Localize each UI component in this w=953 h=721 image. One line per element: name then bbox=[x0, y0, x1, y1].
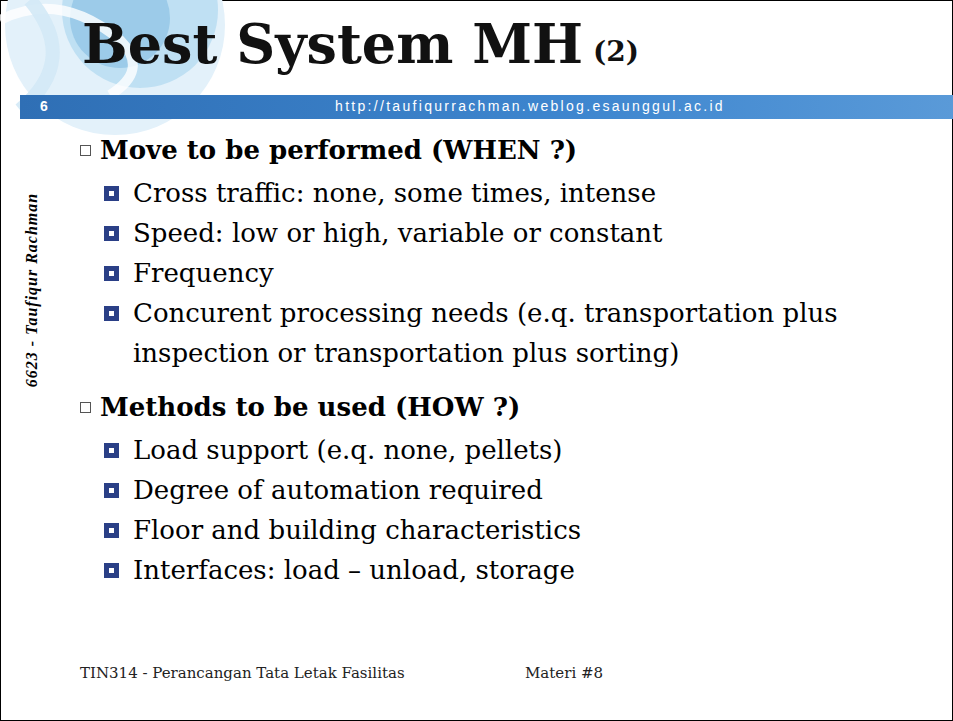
url-text: http://taufiqurrachman.weblog.esaunggul.… bbox=[335, 98, 725, 114]
footer-text: Materi #8 bbox=[525, 664, 603, 682]
bullet-item: Floor and building characteristics bbox=[133, 510, 581, 550]
bullet-item: Degree of automation required bbox=[133, 470, 543, 510]
bullet-item: Frequency bbox=[133, 253, 274, 293]
item-bullet-inner bbox=[109, 448, 114, 453]
slide-number: 6 bbox=[40, 98, 48, 114]
bullet-item: Concurent processing needs (e.q. transpo… bbox=[133, 293, 923, 373]
heading-bullet bbox=[80, 402, 91, 413]
bullet-item: Load support (e.q. none, pellets) bbox=[133, 430, 563, 470]
title-suffix: (2) bbox=[593, 35, 639, 68]
swirl-stroke bbox=[20, 0, 53, 110]
header-bar: 6 http://taufiqurrachman.weblog.esaunggul… bbox=[20, 95, 953, 119]
slide-title: Best System MH bbox=[82, 12, 583, 76]
author-vertical: 6623 - Taufiqur Rachman bbox=[23, 193, 41, 387]
footer-text: TIN314 - Perancangan Tata Letak Fasilita… bbox=[80, 664, 405, 682]
section-heading: Move to be performed (WHEN ?) bbox=[100, 133, 577, 167]
item-bullet-inner bbox=[109, 231, 114, 236]
section-heading: Methods to be used (HOW ?) bbox=[100, 390, 520, 424]
bullet-item: Speed: low or high, variable or constant bbox=[133, 213, 663, 253]
bullet-item: Interfaces: load – unload, storage bbox=[133, 550, 575, 590]
item-bullet-inner bbox=[109, 528, 114, 533]
item-bullet-inner bbox=[109, 191, 114, 196]
item-bullet-inner bbox=[109, 488, 114, 493]
item-bullet-inner bbox=[109, 271, 114, 276]
item-bullet-inner bbox=[109, 311, 114, 316]
item-bullet-inner bbox=[109, 568, 114, 573]
heading-bullet bbox=[80, 145, 91, 156]
bullet-item: Cross traffic: none, some times, intense bbox=[133, 173, 656, 213]
